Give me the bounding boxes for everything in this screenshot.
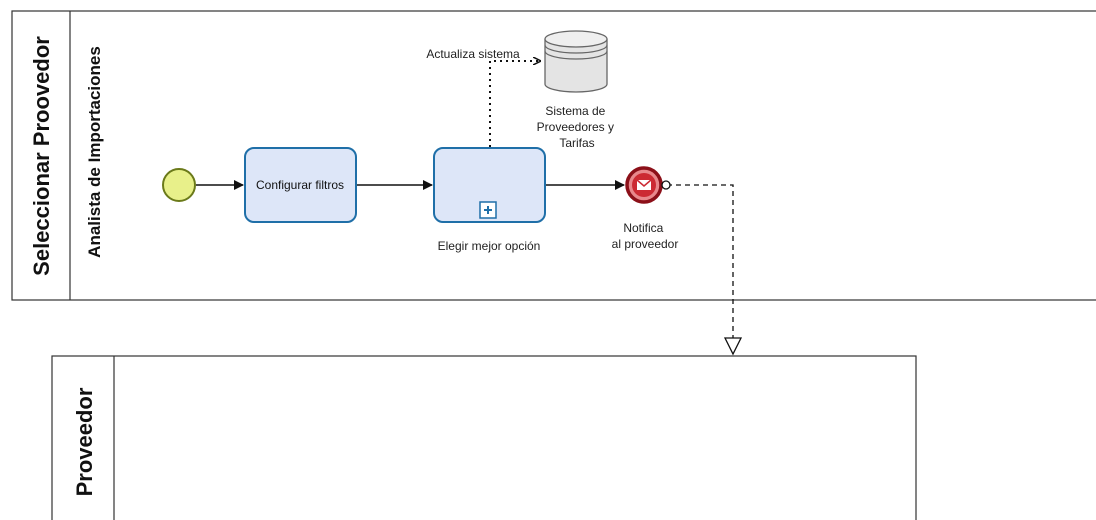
datastore-icon[interactable] bbox=[544, 30, 608, 93]
provider-pool-title: Proveedor bbox=[72, 387, 97, 496]
data-association-update bbox=[489, 61, 540, 147]
end-message-event[interactable] bbox=[625, 166, 663, 204]
subprocess-elegir-mejor-opcion[interactable] bbox=[433, 147, 546, 223]
end-event-label: Notifica al proveedor bbox=[612, 221, 679, 251]
pool-proveedor: Proveedor bbox=[51, 355, 917, 520]
pool-title: Seleccionar Proovedor bbox=[29, 36, 54, 276]
subprocess-elegir-label: Elegir mejor opción bbox=[438, 239, 541, 253]
expand-plus-icon[interactable] bbox=[479, 201, 497, 219]
task-configurar-filtros[interactable]: Configurar filtros bbox=[244, 147, 357, 223]
lane-title: Analista de Importaciones bbox=[85, 46, 104, 258]
data-association-label: Actualiza sistema bbox=[426, 47, 520, 61]
task-configurar-filtros-label: Configurar filtros bbox=[256, 178, 344, 192]
message-flow-to-provider bbox=[661, 180, 743, 356]
datastore-label: Sistema de Proveedores y Tarifas bbox=[537, 104, 618, 150]
envelope-icon bbox=[636, 179, 652, 190]
start-event[interactable] bbox=[162, 168, 196, 202]
